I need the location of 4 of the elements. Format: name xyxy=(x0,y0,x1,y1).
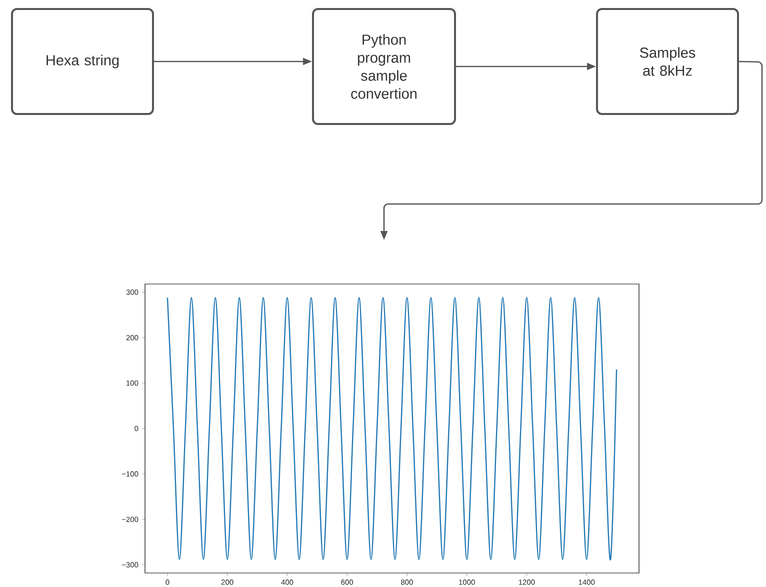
process-box: Samples at 8kHz xyxy=(596,8,739,115)
process-box: Python program sample convertion xyxy=(312,8,456,125)
line-series xyxy=(166,297,618,560)
process-box: Hexa string xyxy=(11,8,154,115)
